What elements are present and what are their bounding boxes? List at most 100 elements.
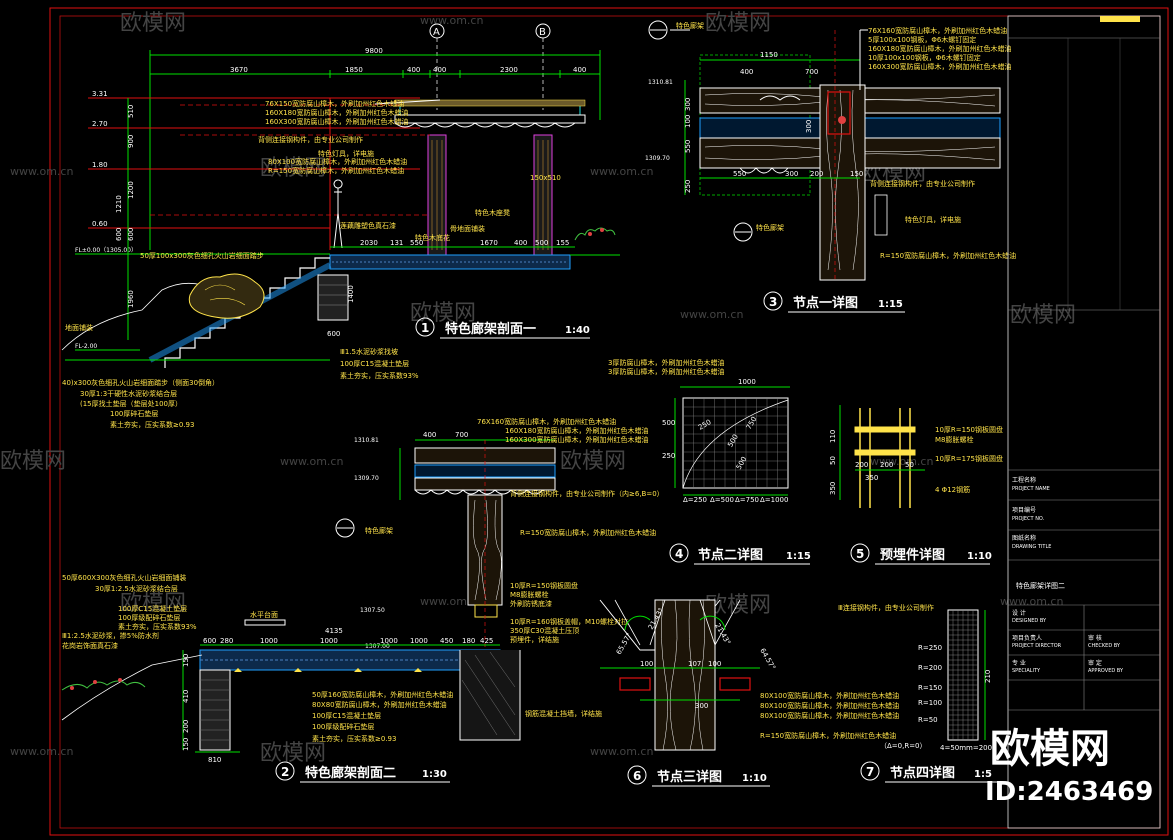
column-section [819,84,866,281]
section-title: 特色廊架剖面一 [445,321,536,337]
tb-label: 工程名称 [1012,476,1036,484]
note: 特色灯具，详电施 [905,215,961,224]
section-scale: 1:10 [742,773,767,784]
watermark-site: www.om.cn [10,165,73,178]
watermark-site: www.om.cn [680,308,743,321]
tb-label: SPECIALITY [1012,668,1041,674]
note: 10厚100x100钢板，Φ6木螺钉固定 [868,53,981,62]
note: 160X300宽防腐山樟木，外刷加州红色木蜡油 [505,435,649,444]
dim: 50 [829,456,837,465]
elevation-label: 1307.50 [360,607,385,614]
note: 80X100宽防腐山樟木，外刷加州红色木蜡油 [268,157,407,166]
dim: 500 [662,419,675,427]
section-scale: 1:15 [786,551,811,562]
dim: 4=50mm=200 [940,744,992,752]
dim: Δ=750 [735,496,759,504]
dim-bottom: 550 [410,239,423,247]
section-number: 6 [633,769,641,783]
node4-grid [948,610,978,740]
dim: 550 [733,170,746,178]
note: M8膨胀螺栓 [935,435,974,444]
note: 3厚防腐山樟木，外刷加州红色木蜡油 [608,358,724,367]
dim: Δ=500 [710,496,734,504]
elevation-label: FL±0.00（1305.00） [75,247,137,254]
note: 素土夯实，压实系数≥0.93 [312,734,396,743]
note: 莲藕雕塑色真石漆 [340,221,396,230]
note: 100厚级配碎石垫层 [312,722,374,731]
dim: 4135 [325,627,343,635]
watermark-brand: 欧模网 [260,741,326,766]
node1-tag: 特色廊架 [756,223,784,232]
section-number: 2 [281,765,289,779]
watermark-brand: 欧模网 [1010,303,1076,328]
note: 350厚C30混凝土压顶 [510,626,579,635]
dim: 250 [662,452,675,460]
tb-label: 审 核 [1088,634,1102,642]
dim-top: 400 [573,66,586,74]
section-title: 特色廊架剖面二 [305,765,396,781]
tb-label: PROJECT NO. [1012,516,1045,522]
note: 素土夯实，压实系数93% [118,622,197,631]
dim: 200 [880,461,893,469]
elevation-label: 1.80 [92,161,108,169]
dim-top: 1850 [345,66,363,74]
dim: 107 [688,660,701,668]
section1-notes-left: 50厚100x300灰色细孔火山岩细面踏步 地面铺装 40)x300灰色细孔火山… [62,251,419,429]
note: 100厚C15混凝土垫层 [340,359,409,368]
section-1: A B 9800 3670 1850 400 400 2300 400 3.31… [61,23,620,429]
note: 特色廊架 [365,526,393,535]
note: Ⅲ1:2.5水泥砂浆，掺5%防水剂 [62,631,159,640]
dim: 1000 [410,637,428,645]
dim-top: 2300 [500,66,518,74]
dim-left: 1960 [127,290,135,308]
section-title: 节点一详图 [793,295,858,311]
section-scale: 1:5 [974,769,992,780]
tb-label: APPROVED BY [1088,668,1124,674]
dim-bottom: 1670 [480,239,498,247]
tb-label: 审 定 [1088,659,1102,667]
dim-top-total: 9800 [365,47,383,55]
column-section [654,599,716,751]
note: 花岗岩饰面真石漆 [62,641,118,650]
note: 骨地面铺装 [450,224,485,233]
note: 预埋件，详结施 [510,635,559,644]
dim: 350 [829,482,837,495]
node1-notes: 76X160宽防腐山樟木，外刷加州红色木蜡油 5厚100x100钢板，Φ6木螺钉… [859,26,1016,260]
note: 76X160宽防腐山樟木，外刷加州红色木蜡油 [868,26,1007,35]
note: 30厚1:3干硬性水泥砂浆结合层 [80,389,177,398]
note: 10厚R=150钢板圆盘 [935,425,1003,434]
note: 背侧连接钢构件，由专业公司制作（内≥6,B=0） [510,489,664,498]
note: M8膨胀螺栓 [510,590,549,599]
tb-label: DESIGNED BY [1012,618,1047,624]
note: R=150宽防腐山樟木，外刷加州红色木蜡油 [880,251,1016,260]
dim-left: 1200 [127,181,135,199]
section-scale: 1:15 [878,299,903,310]
node1-tag: 特色廊架 [676,21,704,30]
dim: 400 [740,68,753,76]
note: 背侧连接钢构件，由专业公司制作 [258,135,363,144]
dim: 410 [182,690,190,703]
tb-label: DRAWING TITLE [1012,544,1051,550]
dim-foot: 600 [327,330,340,338]
note: 76X150宽防腐山樟木，外刷加州红色木蜡油 [265,99,404,108]
section-title: 节点二详图 [698,547,763,563]
dim-bottom: 2030 [360,239,378,247]
note: R=150宽防腐山樟木，外刷加州红色木蜡油 [520,528,656,537]
tb-project: 特色廊架详图二 [1016,581,1065,590]
section-number: 1 [421,321,429,335]
elevation-markers: 3.31 2.70 1.80 0.60 FL±0.00（1305.00） FL-… [75,90,420,351]
dim: 100 [684,115,692,128]
dim: 210 [984,670,992,683]
level: R=250 [918,644,942,652]
dim: 100 [640,660,653,668]
axis-a-label: A [433,27,440,38]
note: 160X180宽防腐山樟木，外刷加州红色木蜡油 [505,426,649,435]
dim-bottom: 155 [556,239,569,247]
watermark-site: www.om.cn [10,745,73,758]
watermarks: 欧模网 www.om.cn 欧模网 www.om.cn 欧模网 www.om.c… [0,11,1076,766]
watermark-brand: 欧模网 [120,11,186,36]
level: R=150 [918,684,942,692]
note: Ⅲ连接钢构件，由专业公司制作 [838,603,934,612]
dim-left: 1210 [115,195,123,213]
dim: 1000 [380,637,398,645]
